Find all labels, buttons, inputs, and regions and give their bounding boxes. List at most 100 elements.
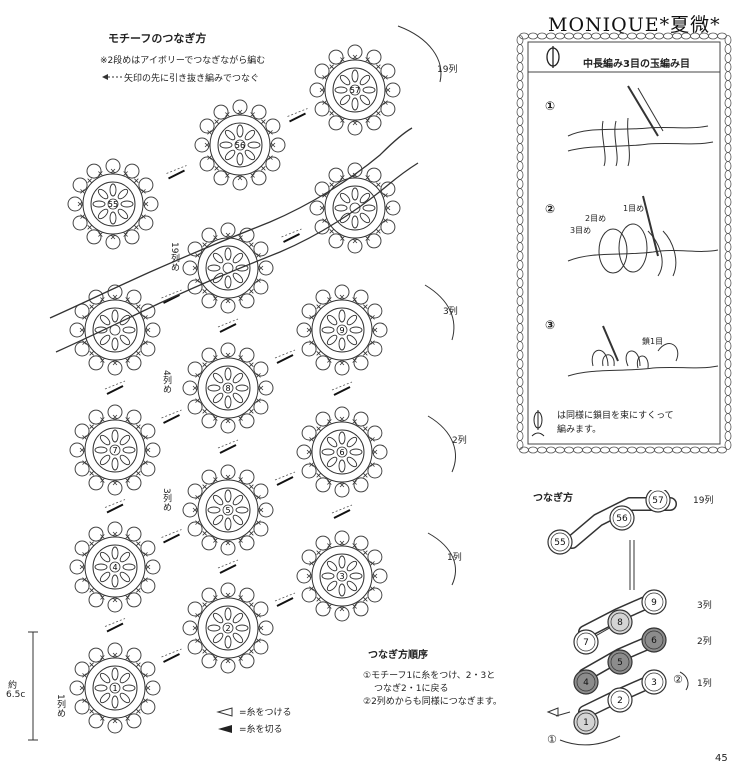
motif-number: 55 bbox=[108, 200, 118, 209]
svg-text:4: 4 bbox=[583, 678, 589, 688]
join-stitch bbox=[333, 509, 351, 519]
step-1-marker: ① bbox=[545, 99, 556, 113]
join-stitch bbox=[219, 564, 237, 574]
join-circle: 2 bbox=[607, 687, 633, 713]
join-stitch bbox=[163, 653, 180, 663]
join-row-label-3: 3列 bbox=[697, 601, 712, 611]
join-circle: 1 bbox=[573, 709, 599, 735]
row-label-2: 2列 bbox=[452, 436, 467, 446]
motif-number: 1 bbox=[112, 684, 117, 693]
order-line-1: ①モチーフ1に糸をつけ、2・3と bbox=[363, 671, 496, 681]
step2-illustration-icon bbox=[567, 195, 719, 277]
svg-text:7: 7 bbox=[583, 638, 589, 648]
join-row-label-19: 19列 bbox=[693, 496, 714, 506]
join-circle: 8 bbox=[607, 609, 633, 635]
join-circle: 57 bbox=[645, 490, 671, 513]
row-label-1: 1列 bbox=[447, 553, 462, 563]
svg-text:8: 8 bbox=[617, 618, 623, 628]
join-circle: 56 bbox=[609, 505, 635, 531]
step3-label: 鎖1目 bbox=[642, 337, 664, 346]
motif-number: 5 bbox=[225, 506, 230, 515]
chart-note-1: ※2段めはアイボリーでつなぎながら編む bbox=[100, 56, 266, 66]
join-row-label-1: 1列 bbox=[697, 679, 712, 689]
join-stitch bbox=[163, 533, 180, 544]
step-3-marker: ③ bbox=[545, 318, 556, 332]
order-heading: つなぎ方順序 bbox=[368, 650, 428, 661]
svg-text:5: 5 bbox=[617, 658, 623, 668]
crochet-motif bbox=[69, 284, 161, 376]
join-circle: 3 bbox=[641, 669, 667, 695]
join-stitch bbox=[276, 354, 294, 364]
join-stitch bbox=[168, 169, 185, 180]
crochet-motif: 55 bbox=[67, 158, 159, 250]
side-label-1: 1列め bbox=[55, 694, 65, 718]
watermark: MONIQUE*夏微* bbox=[548, 14, 721, 36]
step1-illustration-icon bbox=[567, 85, 714, 167]
technique-note-1: は同様に鎖目を束にすくって bbox=[557, 411, 674, 421]
crochet-motif: 1 bbox=[69, 642, 161, 734]
join-stitch bbox=[219, 444, 237, 454]
svg-text:6: 6 bbox=[651, 636, 657, 646]
crochet-motif bbox=[309, 162, 401, 254]
join-stitch bbox=[106, 503, 124, 514]
legend-attach: =糸をつける bbox=[239, 708, 292, 718]
crochet-motif: 9 bbox=[296, 284, 388, 376]
row-label-19: 19列 bbox=[437, 65, 458, 75]
motif-number: 6 bbox=[339, 448, 344, 457]
page-number: 45 bbox=[715, 753, 728, 764]
step2-label-2: 2目め bbox=[585, 214, 607, 223]
join-marker-2: ② bbox=[673, 673, 683, 686]
crochet-motif: 6 bbox=[296, 406, 388, 498]
join-stitch bbox=[333, 386, 351, 396]
join-stitch bbox=[276, 476, 294, 486]
size-label-prefix: 約 bbox=[8, 681, 18, 691]
size-label: 6.5c bbox=[6, 690, 26, 700]
motif-number: 9 bbox=[339, 326, 344, 335]
join-circle: 6 bbox=[641, 627, 667, 653]
step-2-marker: ② bbox=[545, 202, 556, 216]
join-circle: 4 bbox=[573, 669, 599, 695]
puff-stitch-symbol-icon bbox=[546, 46, 560, 68]
join-stitch bbox=[106, 622, 124, 633]
motif-number: 8 bbox=[225, 384, 230, 393]
svg-text:57: 57 bbox=[652, 496, 663, 506]
svg-text:3: 3 bbox=[651, 678, 657, 688]
chart-title: モチーフのつなぎ方 bbox=[108, 32, 207, 45]
step2-label-3: 3目め bbox=[570, 226, 592, 235]
chart-note-2: 矢印の先に引き抜き編みでつなぐ bbox=[124, 74, 260, 84]
crochet-motif bbox=[182, 222, 274, 314]
motif-number: 4 bbox=[112, 563, 117, 572]
crochet-motif: 7 bbox=[69, 404, 161, 496]
motif-number: 57 bbox=[350, 86, 360, 95]
svg-text:2: 2 bbox=[617, 696, 623, 706]
puff-on-chain-symbol-icon bbox=[531, 410, 545, 437]
join-stitch bbox=[163, 294, 180, 304]
crochet-motif: 3 bbox=[296, 530, 388, 622]
motif-number: 2 bbox=[225, 624, 230, 633]
legend-cut: =糸を切る bbox=[239, 725, 283, 735]
join-row-label-2: 2列 bbox=[697, 637, 712, 647]
crochet-motif: 8 bbox=[182, 342, 274, 434]
motif-number: 56 bbox=[235, 141, 245, 150]
svg-text:55: 55 bbox=[554, 538, 565, 548]
join-stitch bbox=[106, 385, 124, 395]
join-stitch bbox=[276, 597, 294, 607]
join-circle: 7 bbox=[573, 629, 599, 655]
technique-box bbox=[516, 32, 732, 454]
crochet-motif: 4 bbox=[69, 521, 161, 613]
technique-title: 中長編み3目の玉編み目 bbox=[583, 59, 690, 70]
step3-illustration-icon bbox=[567, 325, 719, 377]
side-label-4: 4列め bbox=[161, 370, 171, 394]
side-label-19: 19列め bbox=[169, 242, 179, 272]
svg-text:1: 1 bbox=[583, 718, 589, 728]
technique-note-2: 編みます。 bbox=[557, 425, 602, 435]
join-circle: 55 bbox=[547, 529, 573, 555]
motif-number: 7 bbox=[112, 446, 117, 455]
join-circle: 9 bbox=[641, 589, 667, 615]
motif-number: 3 bbox=[339, 572, 344, 581]
joining-diagram: 55 56 57 9 7 8 6 4 5 3 1 2 bbox=[546, 490, 689, 746]
join-stitch bbox=[289, 112, 306, 123]
order-line-3: ②2列めからも同様につなぎます。 bbox=[363, 697, 502, 707]
